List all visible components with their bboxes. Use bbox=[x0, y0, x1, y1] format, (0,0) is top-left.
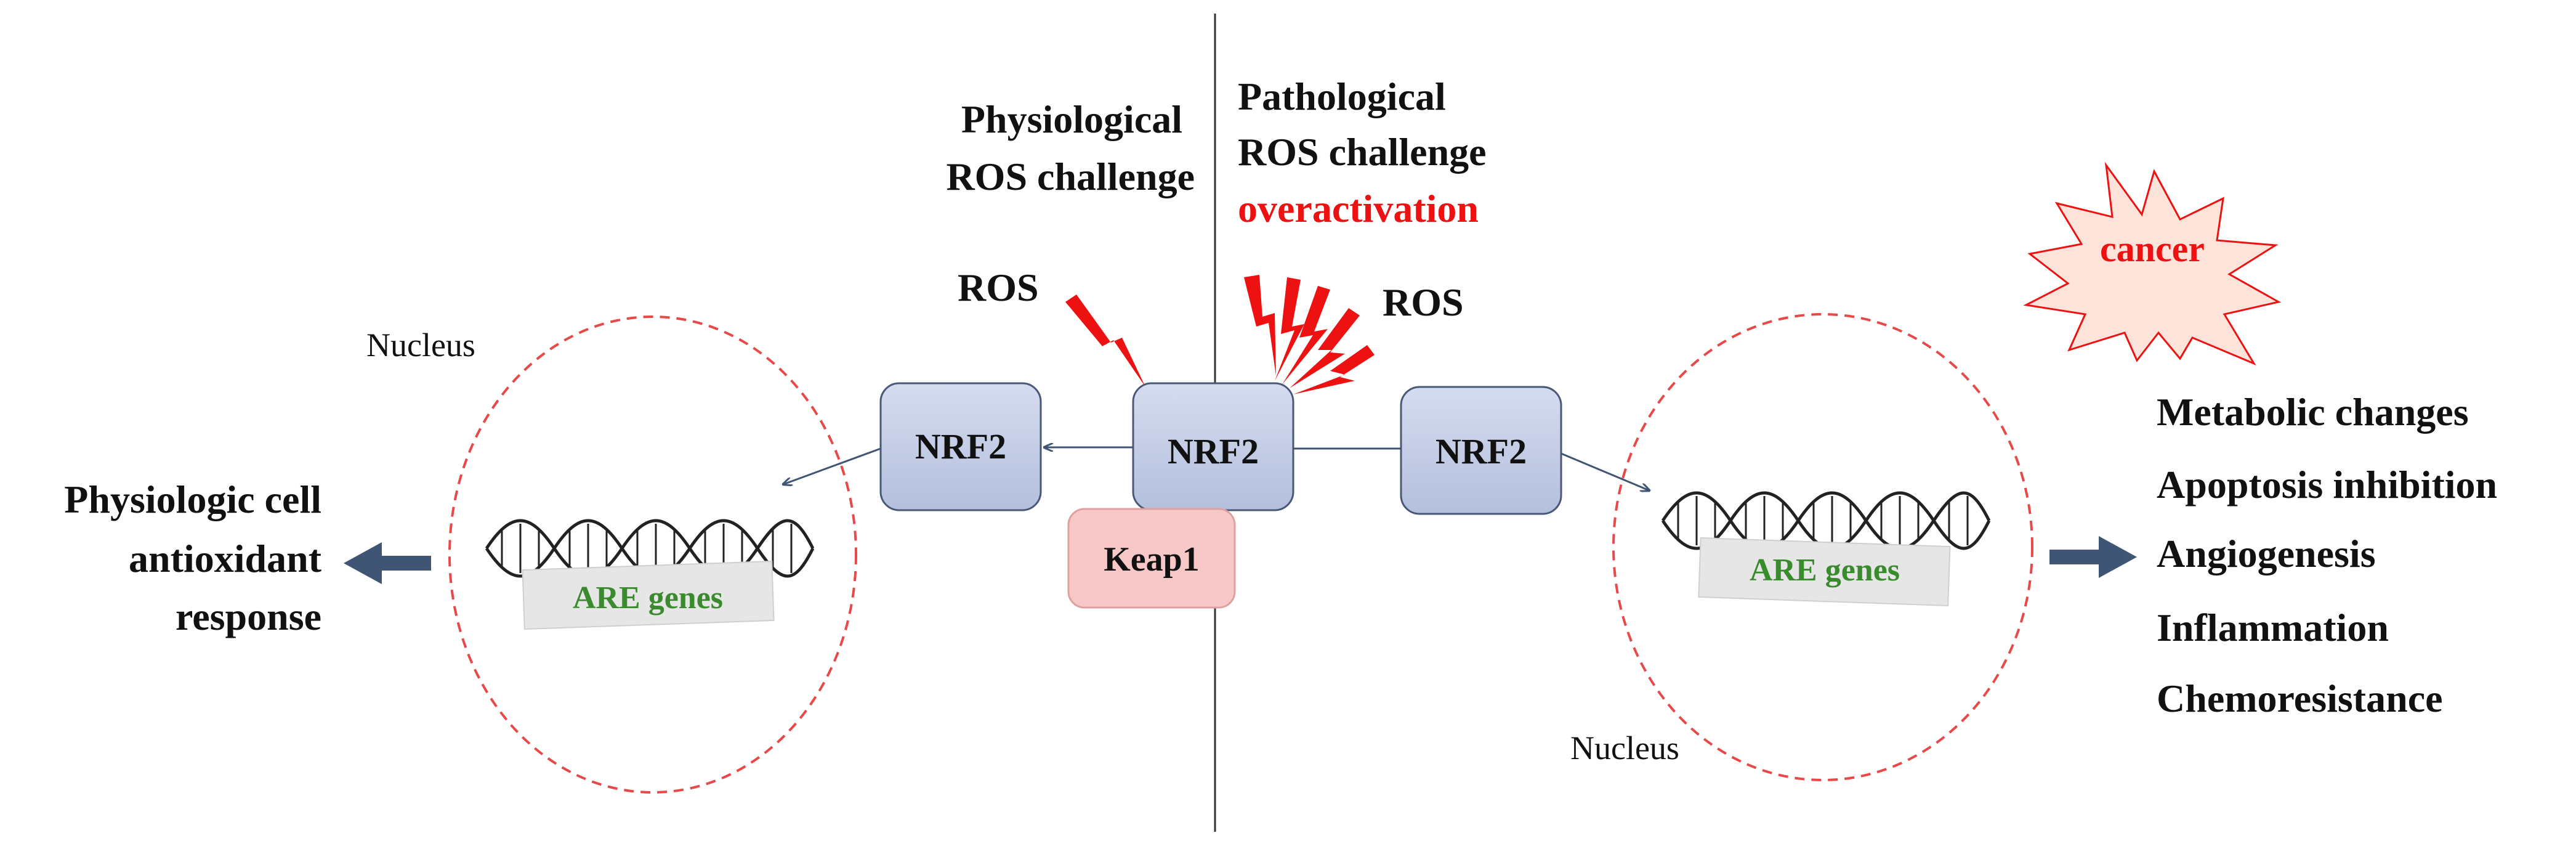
keap1-label: Keap1 bbox=[1104, 540, 1200, 579]
outcome-angiogenesis: Angiogenesis bbox=[2157, 532, 2376, 575]
right-are-genes-box bbox=[1698, 537, 1951, 607]
left-ros-bolt bbox=[1065, 295, 1145, 387]
left-ros-label: ROS bbox=[958, 266, 1039, 309]
outcome-chemoresistance: Chemoresistance bbox=[2157, 677, 2443, 720]
arrow-nrf2-to-left-nucleus bbox=[783, 447, 881, 484]
left-outcome-line2: antioxidant bbox=[129, 537, 322, 580]
left-outcome-arrow bbox=[344, 542, 431, 584]
cancer-label: cancer bbox=[2100, 229, 2205, 269]
left-outcome-line1: Physiologic cell bbox=[64, 478, 321, 521]
left-heading-line2: ROS challenge bbox=[946, 155, 1195, 198]
right-nrf2-box bbox=[1400, 386, 1562, 515]
cancer-starburst bbox=[2023, 161, 2282, 366]
left-nucleus bbox=[448, 315, 857, 794]
right-heading-overactivation: overactivation bbox=[1238, 187, 1479, 230]
left-nrf2-label: NRF2 bbox=[915, 426, 1006, 466]
right-dna-helix bbox=[1661, 491, 1991, 550]
left-nrf2-box bbox=[879, 382, 1042, 511]
left-heading-line1: Physiological bbox=[961, 97, 1182, 141]
right-nucleus bbox=[1612, 313, 2033, 781]
arrow-nrf2-to-right-nucleus bbox=[1561, 452, 1649, 490]
keap1-box bbox=[1067, 508, 1236, 609]
right-ros-bolts bbox=[1244, 275, 1375, 394]
right-nrf2-label: NRF2 bbox=[1435, 431, 1527, 471]
right-heading-line1: Pathological bbox=[1238, 75, 1446, 118]
left-outcome-line3: response bbox=[176, 595, 321, 638]
right-outcome-arrow bbox=[2049, 536, 2137, 578]
right-are-genes-label: ARE genes bbox=[1750, 553, 1900, 588]
outcome-inflammation: Inflammation bbox=[2157, 606, 2389, 649]
center-nrf2-label: NRF2 bbox=[1168, 431, 1259, 471]
left-are-genes-label: ARE genes bbox=[573, 580, 723, 616]
left-are-genes-box bbox=[522, 560, 775, 630]
right-ros-label: ROS bbox=[1383, 280, 1464, 324]
left-nucleus-label: Nucleus bbox=[366, 327, 475, 364]
outcome-apoptosis-inhibition: Apoptosis inhibition bbox=[2157, 463, 2497, 506]
outcome-metabolic-changes: Metabolic changes bbox=[2157, 390, 2469, 434]
right-heading-line2: ROS challenge bbox=[1238, 130, 1487, 174]
right-nucleus-label: Nucleus bbox=[1570, 730, 1679, 767]
